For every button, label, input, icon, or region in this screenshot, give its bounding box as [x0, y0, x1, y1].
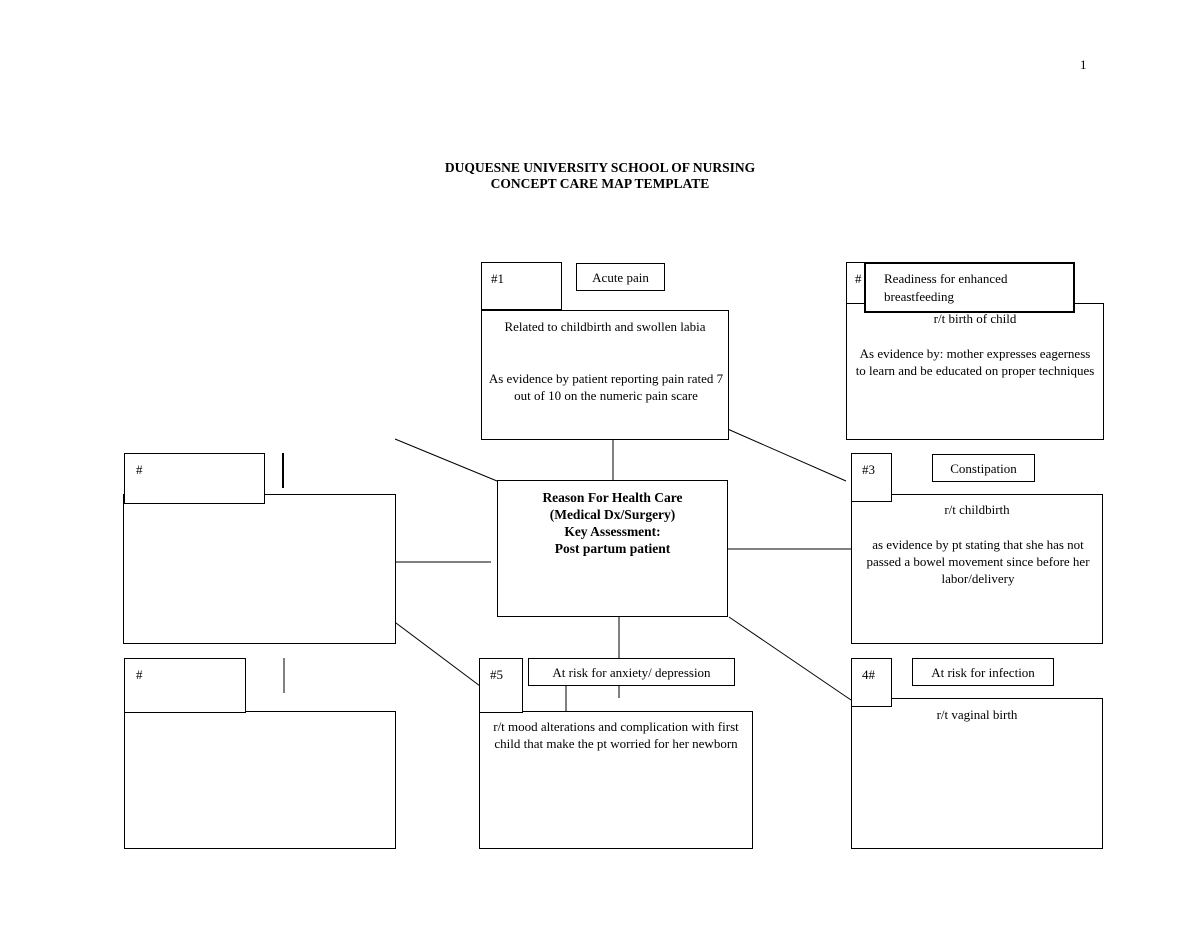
problem-2-body: r/t birth of child As evidence by: mothe… [846, 303, 1104, 440]
problem-2-title-line-2: breastfeeding [884, 289, 955, 304]
problem-5-related: r/t mood alterations and complication wi… [493, 719, 739, 751]
problem-5-title-box: At risk for anxiety/ depression [528, 658, 735, 686]
problem-5-number: #5 [490, 667, 503, 682]
problem-1-number-box: #1 [481, 262, 562, 310]
problem-2-related: r/t birth of child [933, 311, 1017, 326]
problem-1-title: Acute pain [592, 270, 649, 285]
problem-1-number: #1 [491, 271, 504, 286]
problem-4-number: 4# [862, 667, 875, 682]
problem-7-number-box: # [124, 658, 246, 713]
center-line-2: (Medical Dx/Surgery) [549, 507, 676, 522]
document-header: DUQUESNE UNIVERSITY SCHOOL OF NURSING CO… [400, 160, 800, 192]
problem-1-title-box: Acute pain [576, 263, 665, 291]
problem-4-number-box: 4# [851, 658, 892, 707]
problem-7-number: # [136, 667, 143, 682]
problem-6-body [123, 494, 396, 644]
problem-4-title: At risk for infection [931, 665, 1035, 680]
problem-3-number-box: #3 [851, 453, 892, 502]
header-line-1: DUQUESNE UNIVERSITY SCHOOL OF NURSING [444, 160, 756, 175]
center-text: Reason For Health Care (Medical Dx/Surge… [498, 489, 727, 557]
problem-5-body: r/t mood alterations and complication wi… [479, 711, 753, 849]
problem-7-body [124, 711, 396, 849]
problem-5-title: At risk for anxiety/ depression [552, 665, 711, 680]
problem-3-related: r/t childbirth [944, 502, 1010, 517]
problem-6-number: # [136, 462, 143, 477]
center-line-4: Post partum patient [554, 541, 671, 556]
center-reason-box: Reason For Health Care (Medical Dx/Surge… [497, 480, 728, 617]
problem-3-body: r/t childbirth as evidence by pt stating… [851, 494, 1103, 644]
problem-5-number-box: #5 [479, 658, 523, 713]
center-line-3: Key Assessment: [564, 524, 661, 539]
problem-2-title-box: Readiness for enhanced breastfeeding [864, 262, 1075, 313]
problem-4-related: r/t vaginal birth [936, 707, 1018, 722]
center-line-1: Reason For Health Care [542, 490, 683, 505]
problem-1-body: Related to childbirth and swollen labia … [481, 310, 729, 440]
problem-3-number: #3 [862, 462, 875, 477]
problem-6-number-box: # [124, 453, 265, 504]
problem-3-title-box: Constipation [932, 454, 1035, 482]
problem-2-title-line-1: Readiness for enhanced [884, 271, 1008, 286]
page-number: 1 [1080, 57, 1087, 72]
problem-3-title: Constipation [950, 461, 1017, 476]
problem-4-title-box: At risk for infection [912, 658, 1054, 686]
problem-2-number: # [855, 271, 862, 286]
header-line-2: CONCEPT CARE MAP TEMPLATE [490, 176, 710, 191]
problem-4-body: r/t vaginal birth [851, 698, 1103, 849]
problem-2-evidence: As evidence by: mother expresses eagerne… [855, 346, 1095, 378]
problem-1-related: Related to childbirth and swollen labia [504, 319, 706, 334]
problem-3-evidence: as evidence by pt stating that she has n… [866, 537, 1090, 586]
problem-1-evidence: As evidence by patient reporting pain ra… [488, 371, 724, 403]
